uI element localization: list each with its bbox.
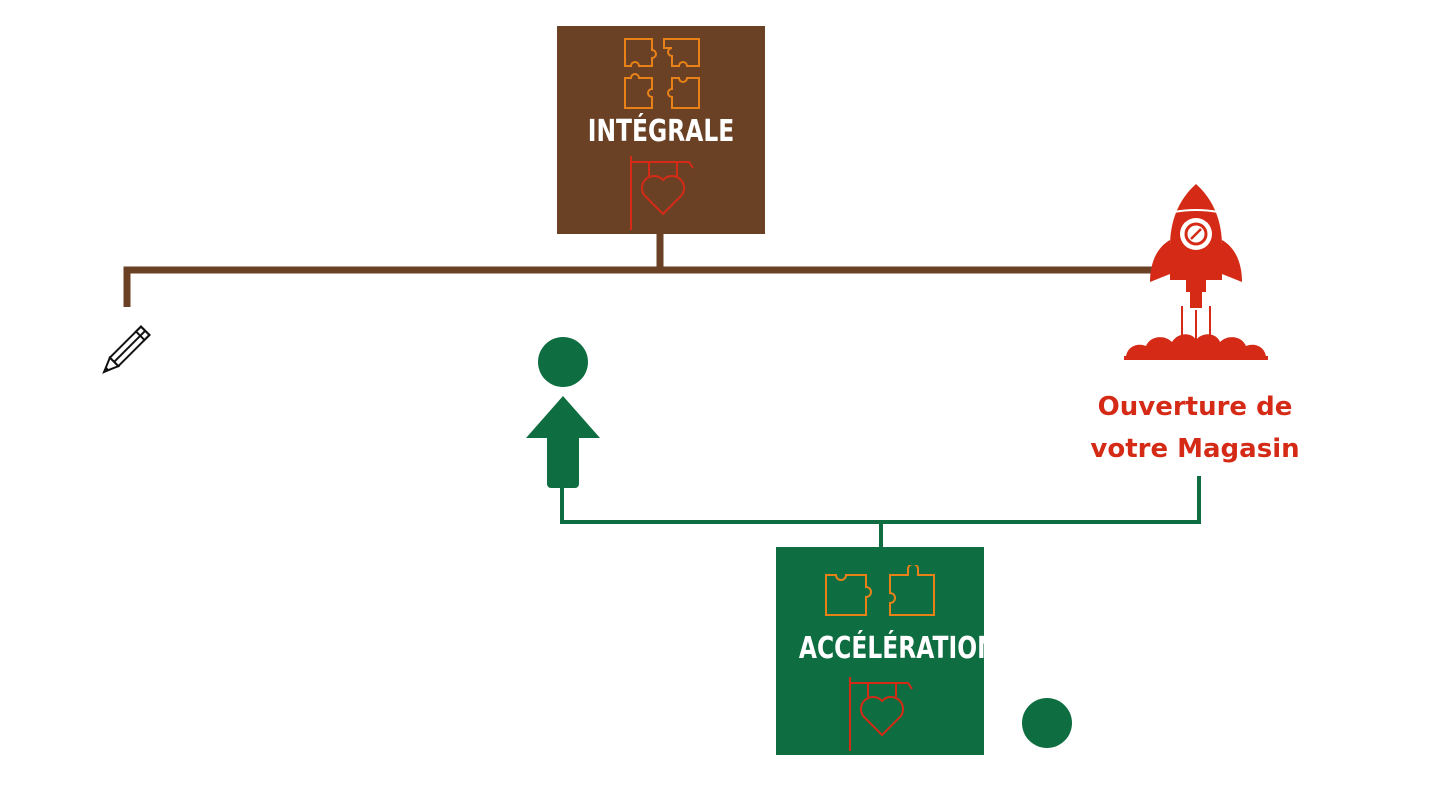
- up-arrow-icon: [526, 337, 600, 488]
- integrale-box: INTÉGRALE: [557, 26, 765, 234]
- heart-sign-icon: [630, 156, 694, 230]
- rocket-icon: [1124, 184, 1268, 360]
- green-connector: [560, 476, 1201, 547]
- puzzle-icon: [624, 38, 700, 109]
- dot-icon: [538, 337, 588, 387]
- milestone-label: Ouverture de votre Magasin: [1090, 392, 1300, 464]
- pencil-icon: [102, 325, 151, 374]
- integrale-title: INTÉGRALE: [587, 114, 735, 149]
- puzzle-icon: [825, 565, 935, 616]
- heart-sign-icon: [849, 677, 913, 751]
- acceleration-box: ACCÉLÉRATION: [776, 547, 997, 755]
- acceleration-title: ACCÉLÉRATION: [798, 631, 997, 666]
- dot-icon: [1022, 698, 1072, 748]
- brown-connector: [123, 234, 1200, 307]
